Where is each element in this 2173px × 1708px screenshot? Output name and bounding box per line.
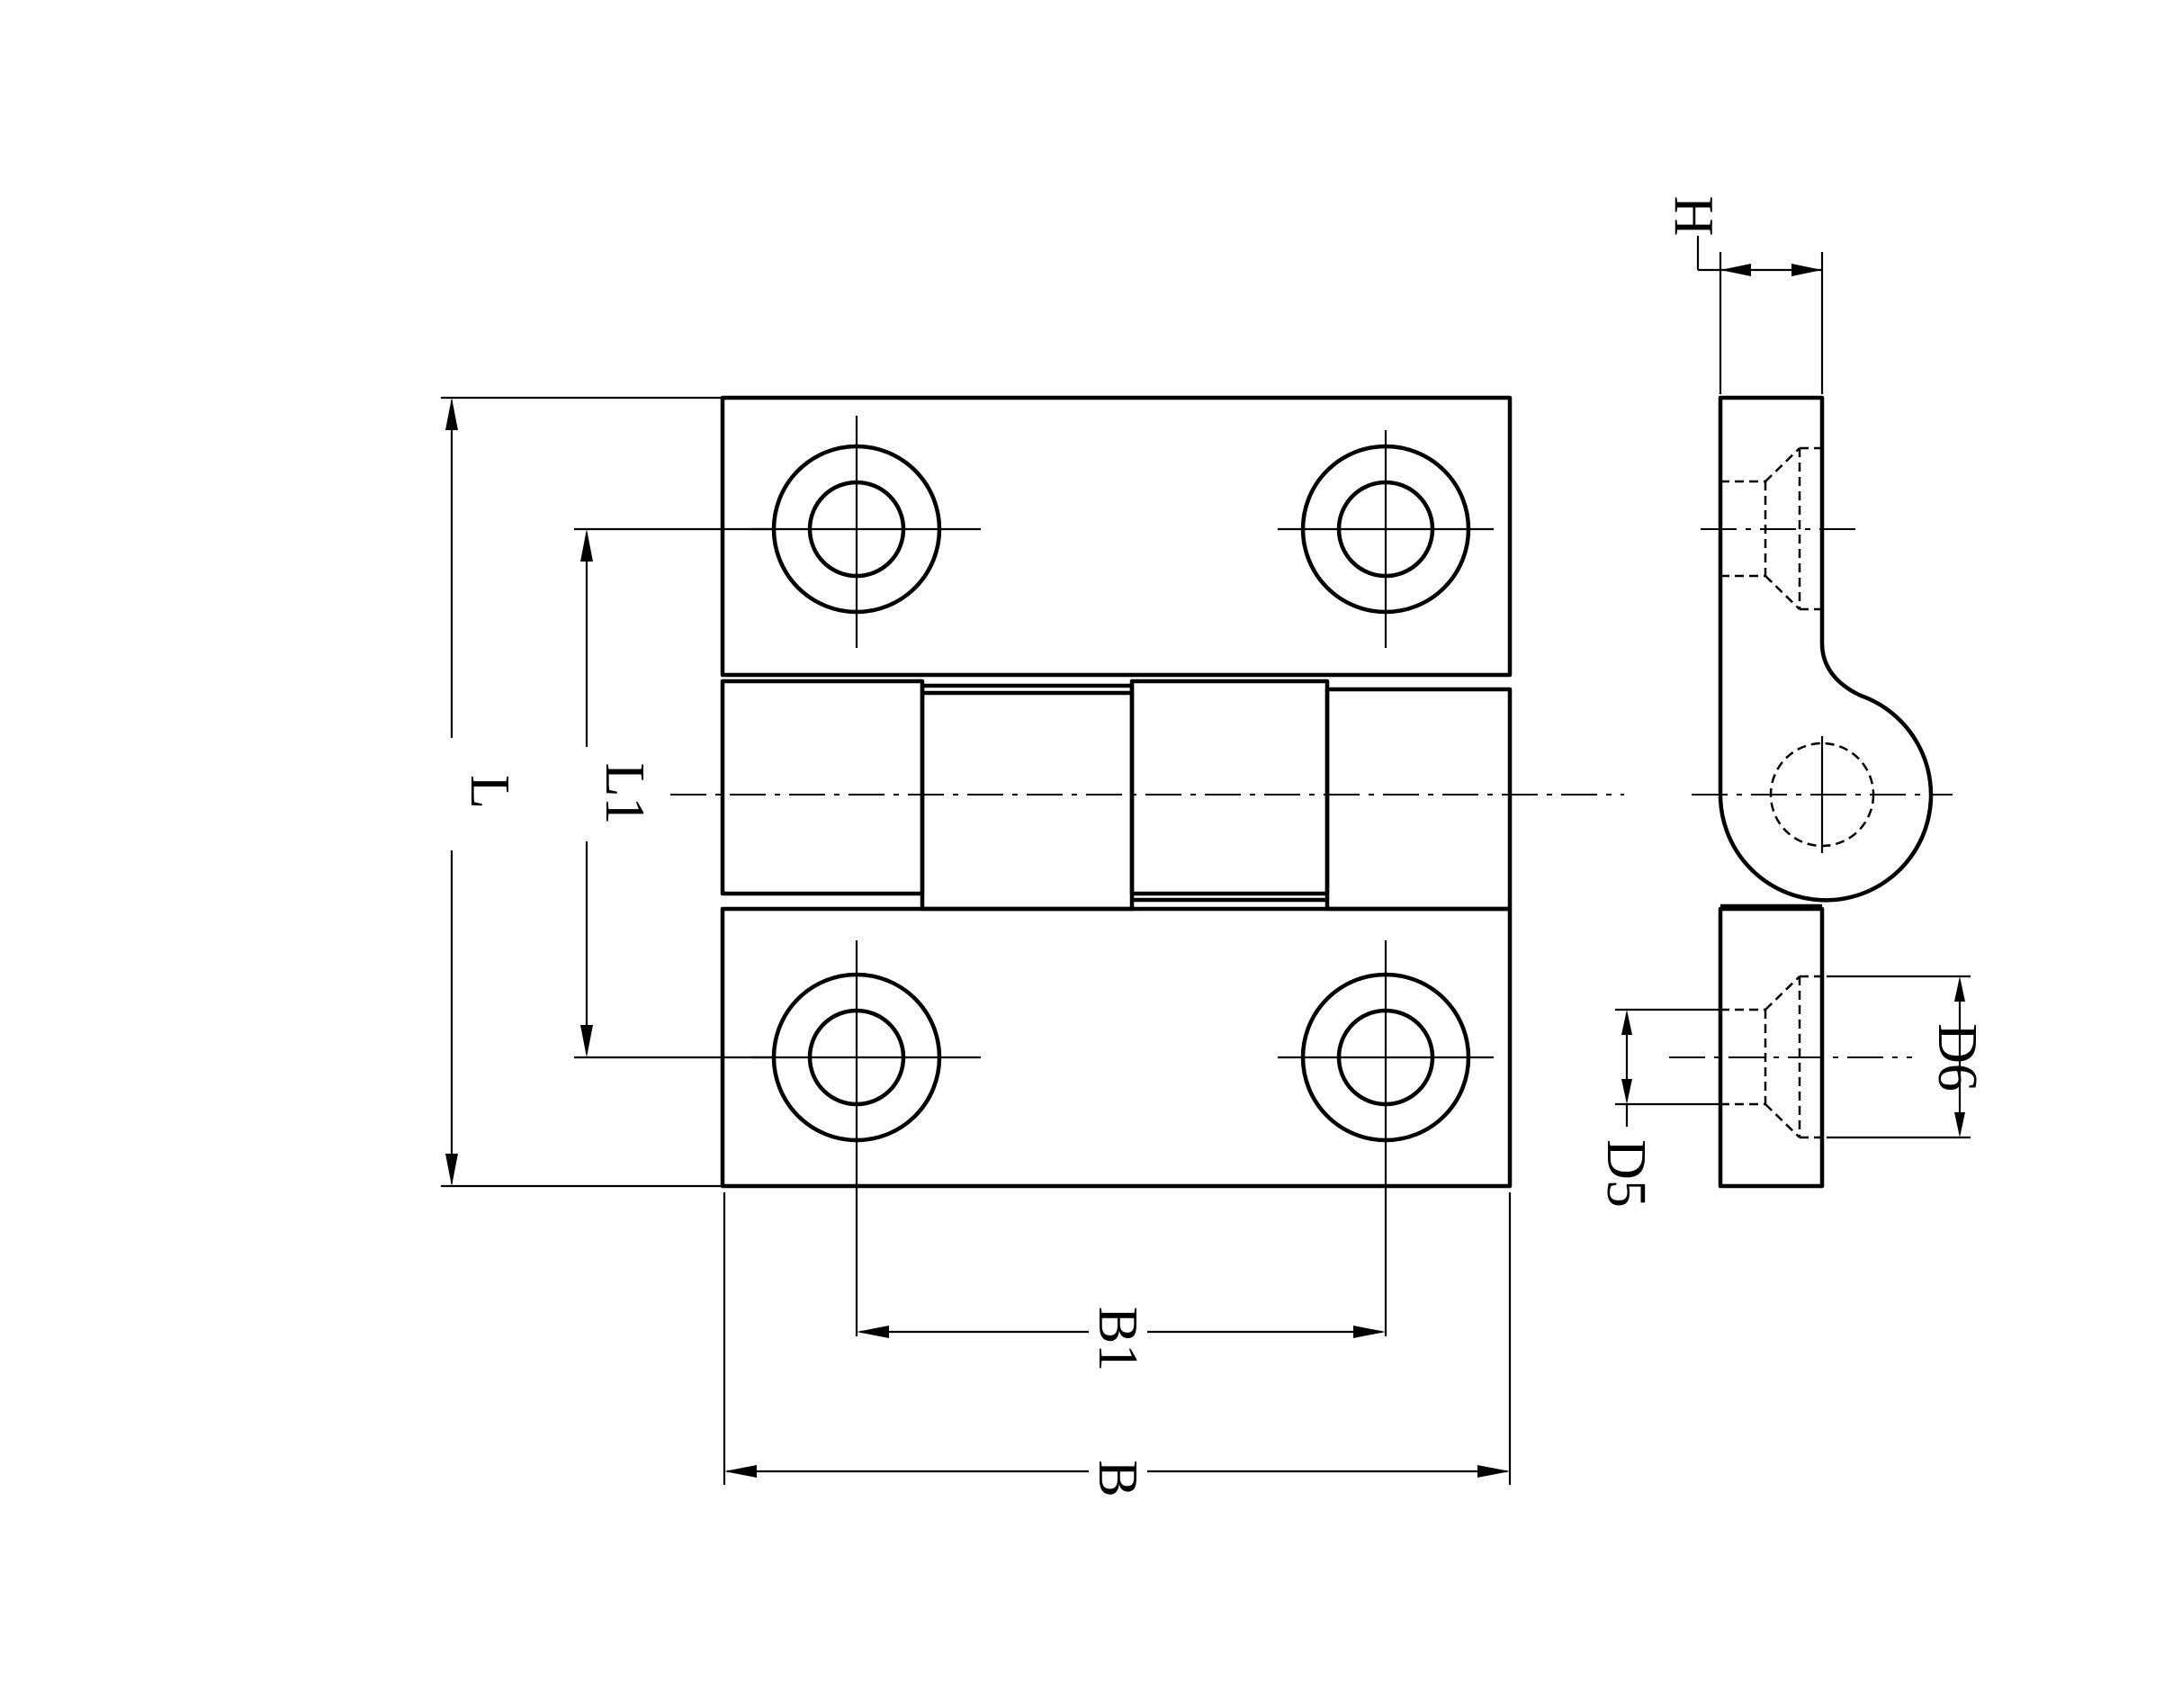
dimension-L: L	[441, 396, 723, 1188]
dimension-B1: B1	[857, 1307, 1386, 1371]
bottom-leaf	[720, 906, 1513, 1189]
label-D5: D5	[1595, 1139, 1657, 1208]
dimension-L1: L1	[574, 527, 774, 1059]
label-B: B	[1087, 1460, 1148, 1497]
front-view: L L1 B1 B	[441, 395, 1624, 1497]
knuckles	[720, 679, 1513, 912]
knuckle-2	[920, 683, 1135, 912]
side-view: H D5 D6	[1595, 196, 1988, 1208]
side-lower-leaf	[1718, 906, 1825, 1189]
label-H: H	[1663, 196, 1724, 237]
hole-top-right	[1278, 430, 1494, 648]
hole-bottom-left	[751, 940, 981, 1336]
label-B1: B1	[1087, 1307, 1148, 1371]
hole-top-left	[751, 416, 981, 648]
side-countersink-lower	[1669, 975, 1912, 1139]
top-leaf	[720, 395, 1513, 678]
knuckle-3	[1129, 679, 1330, 896]
hole-bottom-right	[1278, 940, 1494, 1336]
dimension-B: B	[723, 1192, 1512, 1497]
knuckle-4	[1324, 687, 1513, 912]
knuckle-1	[720, 679, 925, 896]
label-L1: L1	[594, 763, 655, 825]
label-D6: D6	[1926, 1023, 1988, 1092]
side-upper-leaf	[1718, 395, 1934, 903]
dimension-H: H	[1663, 196, 1824, 394]
side-countersink-upper	[1701, 446, 1863, 611]
label-L: L	[459, 775, 520, 809]
dimension-D6: D6	[1827, 975, 1988, 1139]
dimension-D5: D5	[1595, 1008, 1720, 1208]
